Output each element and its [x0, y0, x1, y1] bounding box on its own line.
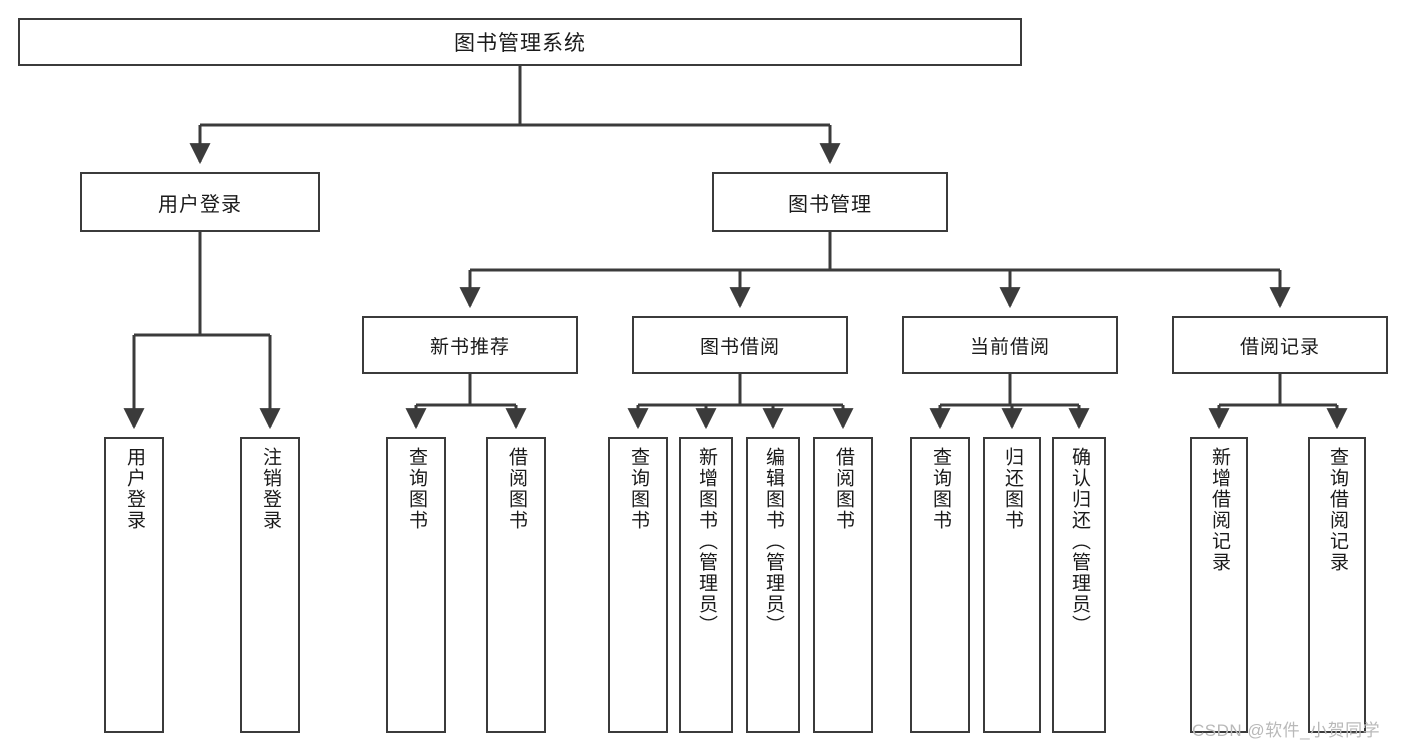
leaf-query-record[interactable]: 查询借阅记录: [1308, 437, 1366, 733]
node-book-borrow[interactable]: 图书借阅: [632, 316, 848, 374]
csdn-watermark: CSDN @软件_小贺同学: [1192, 721, 1381, 740]
leaf-add-record[interactable]: 新增借阅记录: [1190, 437, 1248, 733]
leaf-query-record-label: 查询借阅记录: [1326, 447, 1348, 573]
node-root[interactable]: 图书管理系统: [18, 18, 1022, 66]
leaf-add-book-label: 新增图书（管理员）: [695, 447, 717, 636]
node-user-login[interactable]: 用户登录: [80, 172, 320, 232]
leaf-add-book[interactable]: 新增图书（管理员）: [679, 437, 733, 733]
leaf-query-book-cur[interactable]: 查询图书: [910, 437, 970, 733]
leaf-borrow-book-rec-label: 借阅图书: [505, 447, 527, 531]
node-new-book-rec-label: 新书推荐: [429, 336, 510, 358]
leaf-confirm-return[interactable]: 确认归还（管理员）: [1052, 437, 1106, 733]
leaf-return-book[interactable]: 归还图书: [983, 437, 1041, 733]
node-root-label: 图书管理系统: [454, 32, 586, 55]
node-borrow-record[interactable]: 借阅记录: [1172, 316, 1388, 374]
leaf-edit-book-label: 编辑图书（管理员）: [762, 447, 784, 636]
leaf-borrow-book-label: 借阅图书: [832, 447, 854, 531]
leaf-query-book-rec-label: 查询图书: [405, 447, 427, 531]
node-book-manage[interactable]: 图书管理: [712, 172, 948, 232]
leaf-user-login[interactable]: 用户登录: [104, 437, 164, 733]
leaf-borrow-book-rec[interactable]: 借阅图书: [486, 437, 546, 733]
leaf-edit-book[interactable]: 编辑图书（管理员）: [746, 437, 800, 733]
leaf-confirm-return-label: 确认归还（管理员）: [1068, 447, 1090, 636]
leaf-user-logout-label: 注销登录: [259, 447, 281, 531]
leaf-add-record-label: 新增借阅记录: [1208, 447, 1230, 573]
leaf-user-login-label: 用户登录: [123, 447, 145, 531]
leaf-query-book-cur-label: 查询图书: [929, 447, 951, 531]
leaf-query-book[interactable]: 查询图书: [608, 437, 668, 733]
node-current-borrow-label: 当前借阅: [969, 336, 1050, 358]
leaf-return-book-label: 归还图书: [1001, 447, 1023, 531]
leaf-user-logout[interactable]: 注销登录: [240, 437, 300, 733]
node-borrow-record-label: 借阅记录: [1239, 336, 1320, 358]
node-book-borrow-label: 图书借阅: [699, 336, 780, 358]
node-new-book-rec[interactable]: 新书推荐: [362, 316, 578, 374]
leaf-borrow-book[interactable]: 借阅图书: [813, 437, 873, 733]
leaf-query-book-rec[interactable]: 查询图书: [386, 437, 446, 733]
node-book-manage-label: 图书管理: [788, 193, 872, 216]
leaf-query-book-label: 查询图书: [627, 447, 649, 531]
node-user-login-label: 用户登录: [158, 193, 242, 216]
node-current-borrow[interactable]: 当前借阅: [902, 316, 1118, 374]
